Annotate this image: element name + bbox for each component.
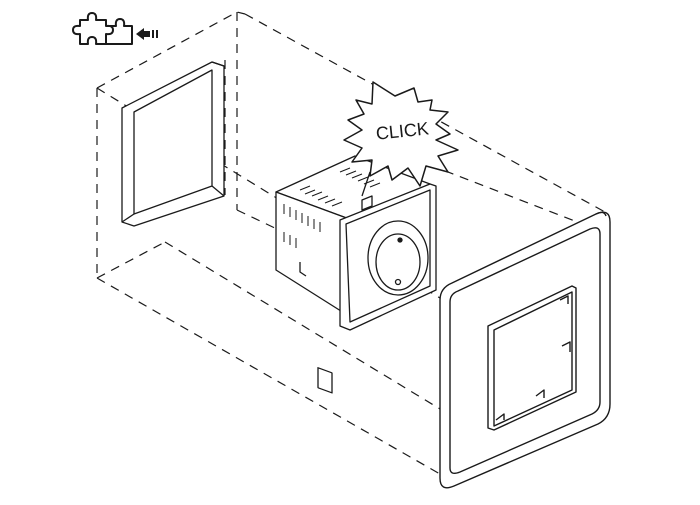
puzzle-piece-icon xyxy=(72,12,133,45)
click-callout: CLICK xyxy=(343,81,459,197)
thermostat-knob xyxy=(375,233,421,291)
wall-box xyxy=(121,61,225,227)
thermostat-module xyxy=(275,155,437,394)
arrow-left-icon xyxy=(136,28,158,40)
cover-frame xyxy=(439,211,611,489)
starburst-shape xyxy=(343,81,459,187)
